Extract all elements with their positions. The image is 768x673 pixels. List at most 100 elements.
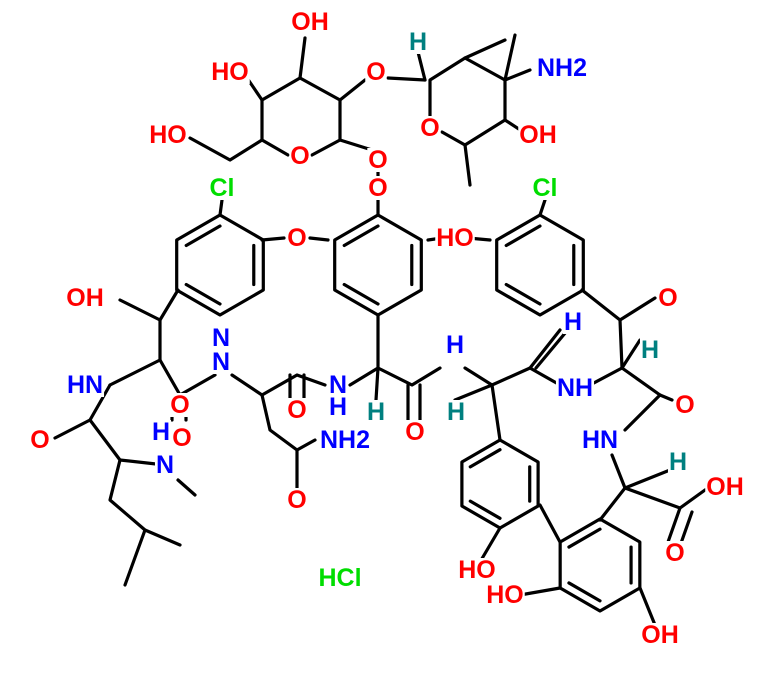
atom-label-o: HO — [436, 224, 474, 252]
label-backdrop — [367, 148, 389, 172]
label-backdrop — [327, 395, 349, 419]
central-aromatic-ring — [333, 213, 423, 317]
glucose-ring — [260, 98, 290, 157]
atom-label-cl: Cl — [533, 174, 558, 202]
label-backdrop — [657, 286, 679, 310]
bond — [176, 478, 197, 497]
label-backdrop — [171, 426, 193, 450]
atom-label-o: O — [30, 426, 49, 454]
bond — [638, 586, 657, 627]
atom-label-n: H — [329, 393, 347, 421]
bond — [298, 36, 307, 80]
label-backdrop — [444, 333, 466, 357]
atom-label-o: HO — [211, 58, 249, 86]
vancosamine-ring — [428, 56, 507, 120]
label-backdrop — [154, 453, 176, 477]
resorcinol-ring — [558, 517, 642, 613]
bond — [338, 78, 367, 102]
bond — [453, 383, 494, 402]
label-backdrop — [286, 226, 308, 250]
atom-label-n: NH2 — [537, 54, 587, 82]
label-backdrop — [555, 376, 595, 400]
resorcinol-ring-double-bond — [567, 527, 602, 549]
label-backdrop — [705, 475, 745, 499]
atom-label-n: H — [446, 331, 464, 359]
label-backdrop — [210, 326, 232, 350]
atom-label-o: OH — [66, 284, 104, 312]
bond — [338, 138, 374, 152]
bond — [416, 50, 427, 82]
atom-label-cl: HCl — [318, 564, 361, 592]
atom-label-o: HO — [486, 581, 524, 609]
atom-label-o: O — [366, 58, 385, 86]
lower-phenol-ring — [460, 438, 540, 530]
bond — [218, 198, 224, 217]
bond — [666, 506, 682, 544]
bond — [376, 366, 442, 387]
central-aromatic-ring-double-bond — [342, 282, 380, 306]
right-chlorophenyl-ring — [495, 213, 585, 317]
vancosamine-ring — [440, 78, 507, 147]
atom-label-o: HO — [458, 556, 496, 584]
bond — [503, 33, 517, 82]
label-backdrop — [169, 393, 191, 417]
atom-label-o: O — [658, 284, 677, 312]
atom-label-o: O — [420, 114, 439, 142]
left-chlorophenyl-ring — [175, 213, 265, 317]
label-backdrop — [327, 373, 349, 397]
label-backdrop — [580, 428, 620, 452]
atom-label-o: O — [290, 142, 309, 170]
label-backdrop — [404, 420, 426, 444]
label-backdrop — [407, 30, 429, 54]
bond — [230, 373, 327, 397]
right-chlorophenyl-ring-double-bond — [504, 282, 542, 306]
label-backdrop — [435, 226, 475, 250]
atom-label-n: NH2 — [320, 426, 370, 454]
bond — [386, 76, 427, 82]
atom-label-o: O — [675, 391, 694, 419]
label-backdrop — [667, 450, 689, 474]
atom-label-n: HN — [67, 371, 103, 399]
label-backdrop — [639, 338, 661, 362]
label-backdrop — [365, 60, 387, 84]
bond — [374, 366, 380, 402]
bond — [623, 393, 662, 432]
label-backdrop — [535, 56, 589, 80]
bond — [623, 468, 672, 490]
label-backdrop — [531, 176, 559, 200]
right-chlorophenyl-ring-double-bond — [504, 224, 542, 248]
label-backdrop — [286, 488, 308, 512]
atom-label-cl: Cl — [210, 174, 235, 202]
resorcinol-ring-double-bond — [567, 581, 602, 603]
bond — [348, 313, 380, 387]
bond — [463, 143, 472, 187]
central-aromatic-ring-double-bond — [342, 224, 380, 248]
bond — [678, 510, 694, 548]
bond — [178, 373, 217, 397]
label-backdrop — [664, 541, 686, 565]
atom-label-o: OH — [706, 473, 744, 501]
left-chlorophenyl-ring-double-bond — [184, 282, 222, 306]
atom-label-o: OH — [519, 121, 557, 149]
bond — [620, 366, 674, 402]
label-backdrop — [286, 398, 308, 422]
atom-label-h: H — [409, 28, 427, 56]
label-backdrop — [562, 310, 584, 334]
label-backdrop — [290, 10, 330, 34]
bond — [518, 586, 562, 597]
lower-phenol-ring-double-bond — [468, 499, 502, 520]
label-backdrop — [318, 428, 372, 452]
bond — [580, 288, 624, 370]
atom-label-n: H — [564, 308, 582, 336]
label-backdrop — [65, 373, 105, 397]
atom-label-o: OH — [291, 8, 329, 36]
label-backdrop — [148, 123, 188, 147]
label-backdrop — [150, 420, 172, 444]
bond — [260, 393, 299, 490]
left-chlorophenyl-ring-double-bond — [184, 224, 222, 248]
label-backdrop — [365, 400, 387, 424]
label-backdrop — [485, 583, 525, 607]
bond — [478, 526, 502, 564]
atom-label-o: O — [368, 174, 387, 202]
